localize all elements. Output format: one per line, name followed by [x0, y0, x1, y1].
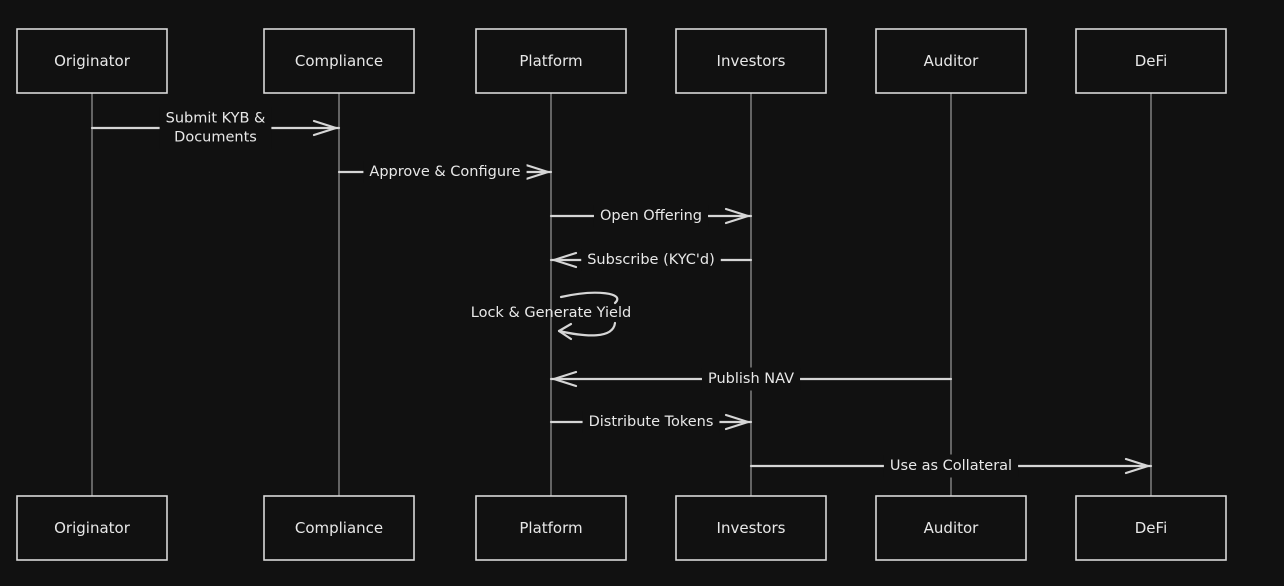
message-label: Use as Collateral: [890, 458, 1012, 474]
participant-label: Originator: [54, 519, 131, 537]
participant-box: [1075, 495, 1227, 561]
participant-label: DeFi: [1135, 519, 1167, 537]
message-label: Approve & Configure: [369, 164, 520, 180]
participant-footer-row: Originator Compliance Platform Investors Aud…: [16, 495, 1227, 561]
message-label: Documents: [174, 130, 257, 146]
participant-label: Auditor: [924, 519, 980, 537]
participant-bottom-auditor: Auditor: [875, 495, 1027, 561]
participant-box: [475, 28, 627, 94]
self-loop-line: [559, 291, 619, 305]
message-approve-configure: Approve & Configure: [337, 160, 553, 184]
participant-label: Originator: [54, 52, 131, 70]
participant-box: [675, 495, 827, 561]
message-label-background: [593, 204, 709, 228]
participant-bottom-compliance: Compliance: [263, 495, 415, 561]
participant-top-auditor: Auditor: [875, 28, 1027, 94]
participant-label: Investors: [717, 52, 786, 70]
message-label-background: [701, 367, 801, 391]
participant-label: Platform: [519, 519, 582, 537]
message-distribute-tokens: Distribute Tokens: [549, 410, 753, 434]
message-label: Lock & Generate Yield: [471, 305, 631, 321]
arrowhead: [312, 119, 338, 137]
message-label-background: [582, 410, 720, 434]
participant-box: [875, 28, 1027, 94]
message-label: Subscribe (KYC'd): [587, 252, 715, 268]
participant-top-platform: Platform: [475, 28, 627, 94]
participant-label: Investors: [717, 519, 786, 537]
message-use-as-collateral: Use as Collateral: [749, 454, 1153, 478]
participant-box: [263, 28, 415, 94]
participant-label: DeFi: [1135, 52, 1167, 70]
arrowhead: [552, 370, 578, 388]
message-submit-kyb: Submit KYB & Documents: [90, 107, 341, 149]
participant-label: Compliance: [295, 52, 383, 70]
participant-label: Auditor: [924, 52, 980, 70]
participant-bottom-originator: Originator: [16, 495, 168, 561]
participant-label: Compliance: [295, 519, 383, 537]
participant-box: [16, 495, 168, 561]
message-label-background: [581, 248, 721, 272]
message-label: Open Offering: [600, 208, 702, 224]
lifelines: [91, 93, 1152, 496]
message-label: Distribute Tokens: [589, 414, 714, 430]
participant-label: Platform: [519, 52, 582, 70]
message-label-background: [883, 454, 1019, 478]
message-label-background: [363, 160, 527, 184]
participant-box: [263, 495, 415, 561]
participant-bottom-platform: Platform: [475, 495, 627, 561]
participant-box: [475, 495, 627, 561]
participant-top-defi: DeFi: [1075, 28, 1227, 94]
message-lock-generate-yield: Lock & Generate Yield: [471, 291, 631, 341]
arrowhead: [1124, 457, 1150, 475]
self-loop-line: [557, 321, 617, 337]
arrowhead: [557, 322, 573, 341]
arrowhead: [524, 163, 550, 181]
message-open-offering: Open Offering: [549, 204, 753, 228]
message-label-background: [159, 107, 272, 149]
message-subscribe: Subscribe (KYC'd): [549, 248, 753, 272]
participant-box: [16, 28, 168, 94]
participant-top-originator: Originator: [16, 28, 168, 94]
participant-box: [875, 495, 1027, 561]
participant-header-row: Originator Compliance Platform Investors Aud…: [16, 28, 1227, 94]
participant-bottom-defi: DeFi: [1075, 495, 1227, 561]
participant-bottom-investors: Investors: [675, 495, 827, 561]
message-label: Publish NAV: [708, 371, 794, 387]
message-label: Submit KYB &: [166, 111, 266, 127]
participant-top-compliance: Compliance: [263, 28, 415, 94]
participant-top-investors: Investors: [675, 28, 827, 94]
participant-box: [675, 28, 827, 94]
arrowhead: [724, 207, 750, 225]
participant-box: [1075, 28, 1227, 94]
arrowhead: [552, 251, 578, 269]
message-publish-nav: Publish NAV: [549, 367, 953, 391]
arrowhead: [724, 413, 750, 431]
